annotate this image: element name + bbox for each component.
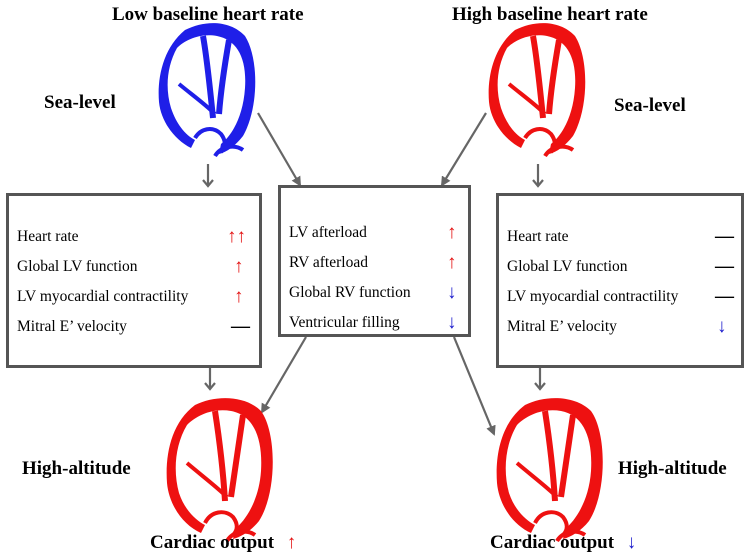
title-high-baseline: High baseline heart rate	[452, 4, 648, 25]
box-row: Global LV function ↑	[9, 256, 259, 284]
cardiac-output-left: Cardiac output ↑	[150, 532, 296, 554]
box-low-baseline-changes: Heart rate ↑↑ Global LV function ↑ LV my…	[6, 193, 262, 368]
row-label: Ventricular filling	[289, 314, 400, 331]
box-row: RV afterload ↑	[281, 252, 468, 280]
up-arrow-icon: ↑	[447, 252, 457, 273]
down-arrow-icon: ↓	[626, 532, 637, 553]
box-row: LV myocardial contractility —	[499, 286, 741, 314]
up-arrow-icon: ↑	[286, 532, 297, 553]
box-high-baseline-changes: Heart rate — Global LV function — LV myo…	[496, 193, 744, 368]
box-row: LV myocardial contractility ↑	[9, 286, 259, 314]
up-arrow-icon: ↑	[234, 286, 244, 307]
heart-icon-red-bottom-right	[496, 398, 603, 543]
arrow-center-box-to-right-heart	[452, 336, 496, 436]
no-change-dash-icon: —	[715, 256, 734, 277]
box-row: Heart rate —	[499, 226, 741, 254]
row-label: Mitral E’ velocity	[507, 318, 617, 335]
label-high-altitude-right: High-altitude	[618, 458, 727, 479]
row-label: Global RV function	[289, 284, 411, 301]
label-sea-level-right: Sea-level	[614, 95, 686, 116]
down-arrow-icon: ↓	[447, 312, 457, 333]
box-row: Mitral E’ velocity —	[9, 316, 259, 344]
row-label: Global LV function	[507, 258, 628, 275]
cardiac-output-label: Cardiac output	[490, 532, 615, 553]
up-arrow-icon: ↑↑	[227, 226, 246, 247]
arrow-blue-heart-to-center-box	[257, 112, 302, 187]
row-label: LV myocardial contractility	[507, 288, 679, 305]
heart-icon-red-bottom-left	[166, 398, 273, 543]
box-row: Global RV function ↓	[281, 282, 468, 310]
row-label: Mitral E’ velocity	[17, 318, 127, 335]
cardiac-output-label: Cardiac output	[150, 532, 275, 553]
box-shared-changes: LV afterload ↑ RV afterload ↑ Global RV …	[278, 185, 471, 337]
row-label: Heart rate	[17, 228, 79, 245]
box-row: Heart rate ↑↑	[9, 226, 259, 254]
box-row: Global LV function —	[499, 256, 741, 284]
label-high-altitude-left: High-altitude	[22, 458, 131, 479]
no-change-dash-icon: —	[231, 316, 250, 337]
no-change-dash-icon: —	[715, 226, 734, 247]
box-row: Ventricular filling ↓	[281, 312, 468, 340]
label-sea-level-left: Sea-level	[44, 92, 116, 113]
no-change-dash-icon: —	[715, 286, 734, 307]
row-label: Global LV function	[17, 258, 138, 275]
row-label: LV myocardial contractility	[17, 288, 189, 305]
down-arrow-icon: ↓	[717, 316, 727, 337]
row-label: LV afterload	[289, 224, 367, 241]
row-label: RV afterload	[289, 254, 368, 271]
cardiac-output-right: Cardiac output ↓	[490, 532, 636, 554]
down-arrow-icon: ↓	[447, 282, 457, 303]
heart-icon-blue	[158, 23, 256, 158]
box-row: LV afterload ↑	[281, 222, 468, 250]
box-row: Mitral E’ velocity ↓	[499, 316, 741, 344]
up-arrow-icon: ↑	[234, 256, 244, 277]
up-arrow-icon: ↑	[447, 222, 457, 243]
arrow-center-box-to-left-heart	[260, 336, 307, 414]
row-label: Heart rate	[507, 228, 569, 245]
arrow-red-heart-to-center-box	[440, 112, 487, 187]
heart-icon-red-top	[488, 23, 586, 158]
title-low-baseline: Low baseline heart rate	[112, 4, 304, 25]
